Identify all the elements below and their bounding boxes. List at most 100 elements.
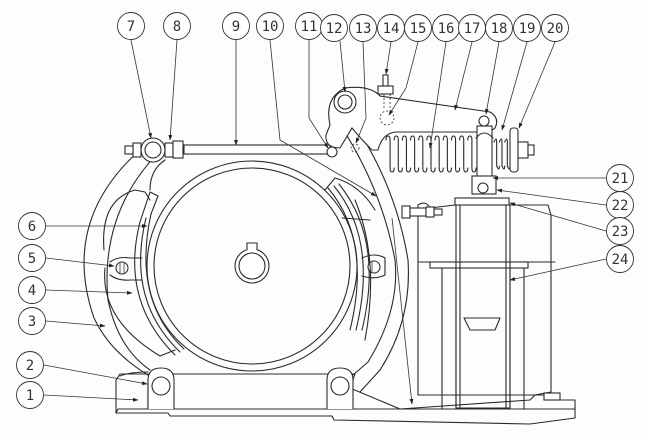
callout-circle xyxy=(222,12,250,40)
callout-circle xyxy=(163,12,191,40)
leader-7 xyxy=(130,39,152,139)
spring-nut xyxy=(517,141,529,159)
leader-3 xyxy=(45,320,106,328)
left-brake-arm xyxy=(83,147,166,376)
callout-circle xyxy=(349,14,377,42)
thruster-cap xyxy=(454,197,510,206)
spring-coil xyxy=(504,138,511,170)
left-shoe-pin xyxy=(115,261,129,275)
right-brake-arm xyxy=(329,109,409,393)
callout-2: 2 xyxy=(16,351,44,379)
spring-coil xyxy=(434,135,444,173)
callout-number: 8 xyxy=(173,19,181,35)
piston-cup xyxy=(463,317,501,331)
callout-number: 21 xyxy=(612,171,629,187)
callout-number: 17 xyxy=(464,21,481,37)
callout-15: 15 xyxy=(404,14,432,42)
spring-coil xyxy=(467,135,477,173)
leader-17 xyxy=(454,41,473,111)
callout-circle xyxy=(18,212,46,240)
callout-7: 7 xyxy=(117,12,145,40)
callout-circle xyxy=(404,14,432,42)
callout-number: 23 xyxy=(612,224,629,240)
callout-number: 10 xyxy=(262,19,279,35)
callout-8: 8 xyxy=(163,12,191,40)
leader-8 xyxy=(168,39,178,141)
callout-17: 17 xyxy=(458,14,486,42)
callout-21: 21 xyxy=(606,164,634,192)
spring-coil xyxy=(450,135,461,173)
callout-18: 18 xyxy=(485,14,513,42)
callout-12: 12 xyxy=(320,14,348,42)
leader-11 xyxy=(308,40,329,149)
callout-number: 16 xyxy=(438,21,455,37)
leader-15 xyxy=(388,41,419,116)
leader-1 xyxy=(391,217,414,405)
callout-6: 6 xyxy=(18,212,46,240)
callout-circle xyxy=(320,14,348,42)
callout-circle xyxy=(256,12,284,40)
callout-number: 12 xyxy=(326,21,343,37)
callout-16: 16 xyxy=(432,14,460,42)
spring-coil xyxy=(493,138,500,170)
thruster-link-pin xyxy=(478,115,490,127)
thruster-push-rod xyxy=(471,125,497,195)
callout-circle xyxy=(18,307,46,335)
spring-coil xyxy=(442,135,453,173)
spring-coil xyxy=(498,138,506,170)
right-hinge-pin xyxy=(326,367,354,409)
right-shoe-pin xyxy=(367,260,381,274)
callout-19: 19 xyxy=(513,14,541,42)
callout-number: 11 xyxy=(301,19,318,35)
callout-5: 5 xyxy=(18,244,46,272)
callout-circle xyxy=(541,14,569,42)
leader-20 xyxy=(518,41,556,129)
callout-1: 1 xyxy=(16,381,44,409)
leader-23 xyxy=(509,202,607,232)
leader-5 xyxy=(45,257,115,268)
spring-coil xyxy=(385,135,395,173)
leader-2 xyxy=(43,364,148,386)
pull-rod xyxy=(124,137,331,163)
rod-end-pin xyxy=(326,146,338,158)
callout-13: 13 xyxy=(349,14,377,42)
callout-number: 6 xyxy=(28,219,36,235)
right-brake-shoe xyxy=(324,177,386,331)
grease-fitting xyxy=(377,85,394,95)
leader-13 xyxy=(355,41,367,144)
leader-lines xyxy=(43,39,607,405)
callout-number: 1 xyxy=(26,388,34,404)
callout-3: 3 xyxy=(18,307,46,335)
callout-circle xyxy=(18,244,46,272)
thruster-body xyxy=(401,197,556,410)
callout-11: 11 xyxy=(295,12,323,40)
callout-9: 9 xyxy=(222,12,250,40)
callout-number: 18 xyxy=(491,21,508,37)
spring-coil xyxy=(459,135,469,173)
callout-20: 20 xyxy=(541,14,569,42)
callout-circle xyxy=(18,276,46,304)
drum-shaft xyxy=(234,248,270,284)
callout-number: 15 xyxy=(410,21,427,37)
callout-circle xyxy=(606,245,634,273)
spring-coil xyxy=(409,135,420,173)
leader-14 xyxy=(384,41,392,75)
callout-23: 23 xyxy=(606,217,634,245)
leader-10 xyxy=(269,39,377,197)
spring-seat xyxy=(509,127,535,173)
bell-crank-lever xyxy=(325,74,498,158)
callout-number: 7 xyxy=(127,19,135,35)
callout-number: 24 xyxy=(612,252,629,268)
callout-number: 2 xyxy=(26,358,34,374)
shaft-keyway xyxy=(246,242,258,250)
callout-circle xyxy=(485,14,513,42)
callout-circle xyxy=(16,351,44,379)
callout-number: 13 xyxy=(355,21,372,37)
callout-10: 10 xyxy=(256,12,284,40)
spring-coil xyxy=(418,135,428,173)
push-rod-pin xyxy=(477,182,489,194)
callout-24: 24 xyxy=(606,245,634,273)
callout-number: 9 xyxy=(232,19,240,35)
